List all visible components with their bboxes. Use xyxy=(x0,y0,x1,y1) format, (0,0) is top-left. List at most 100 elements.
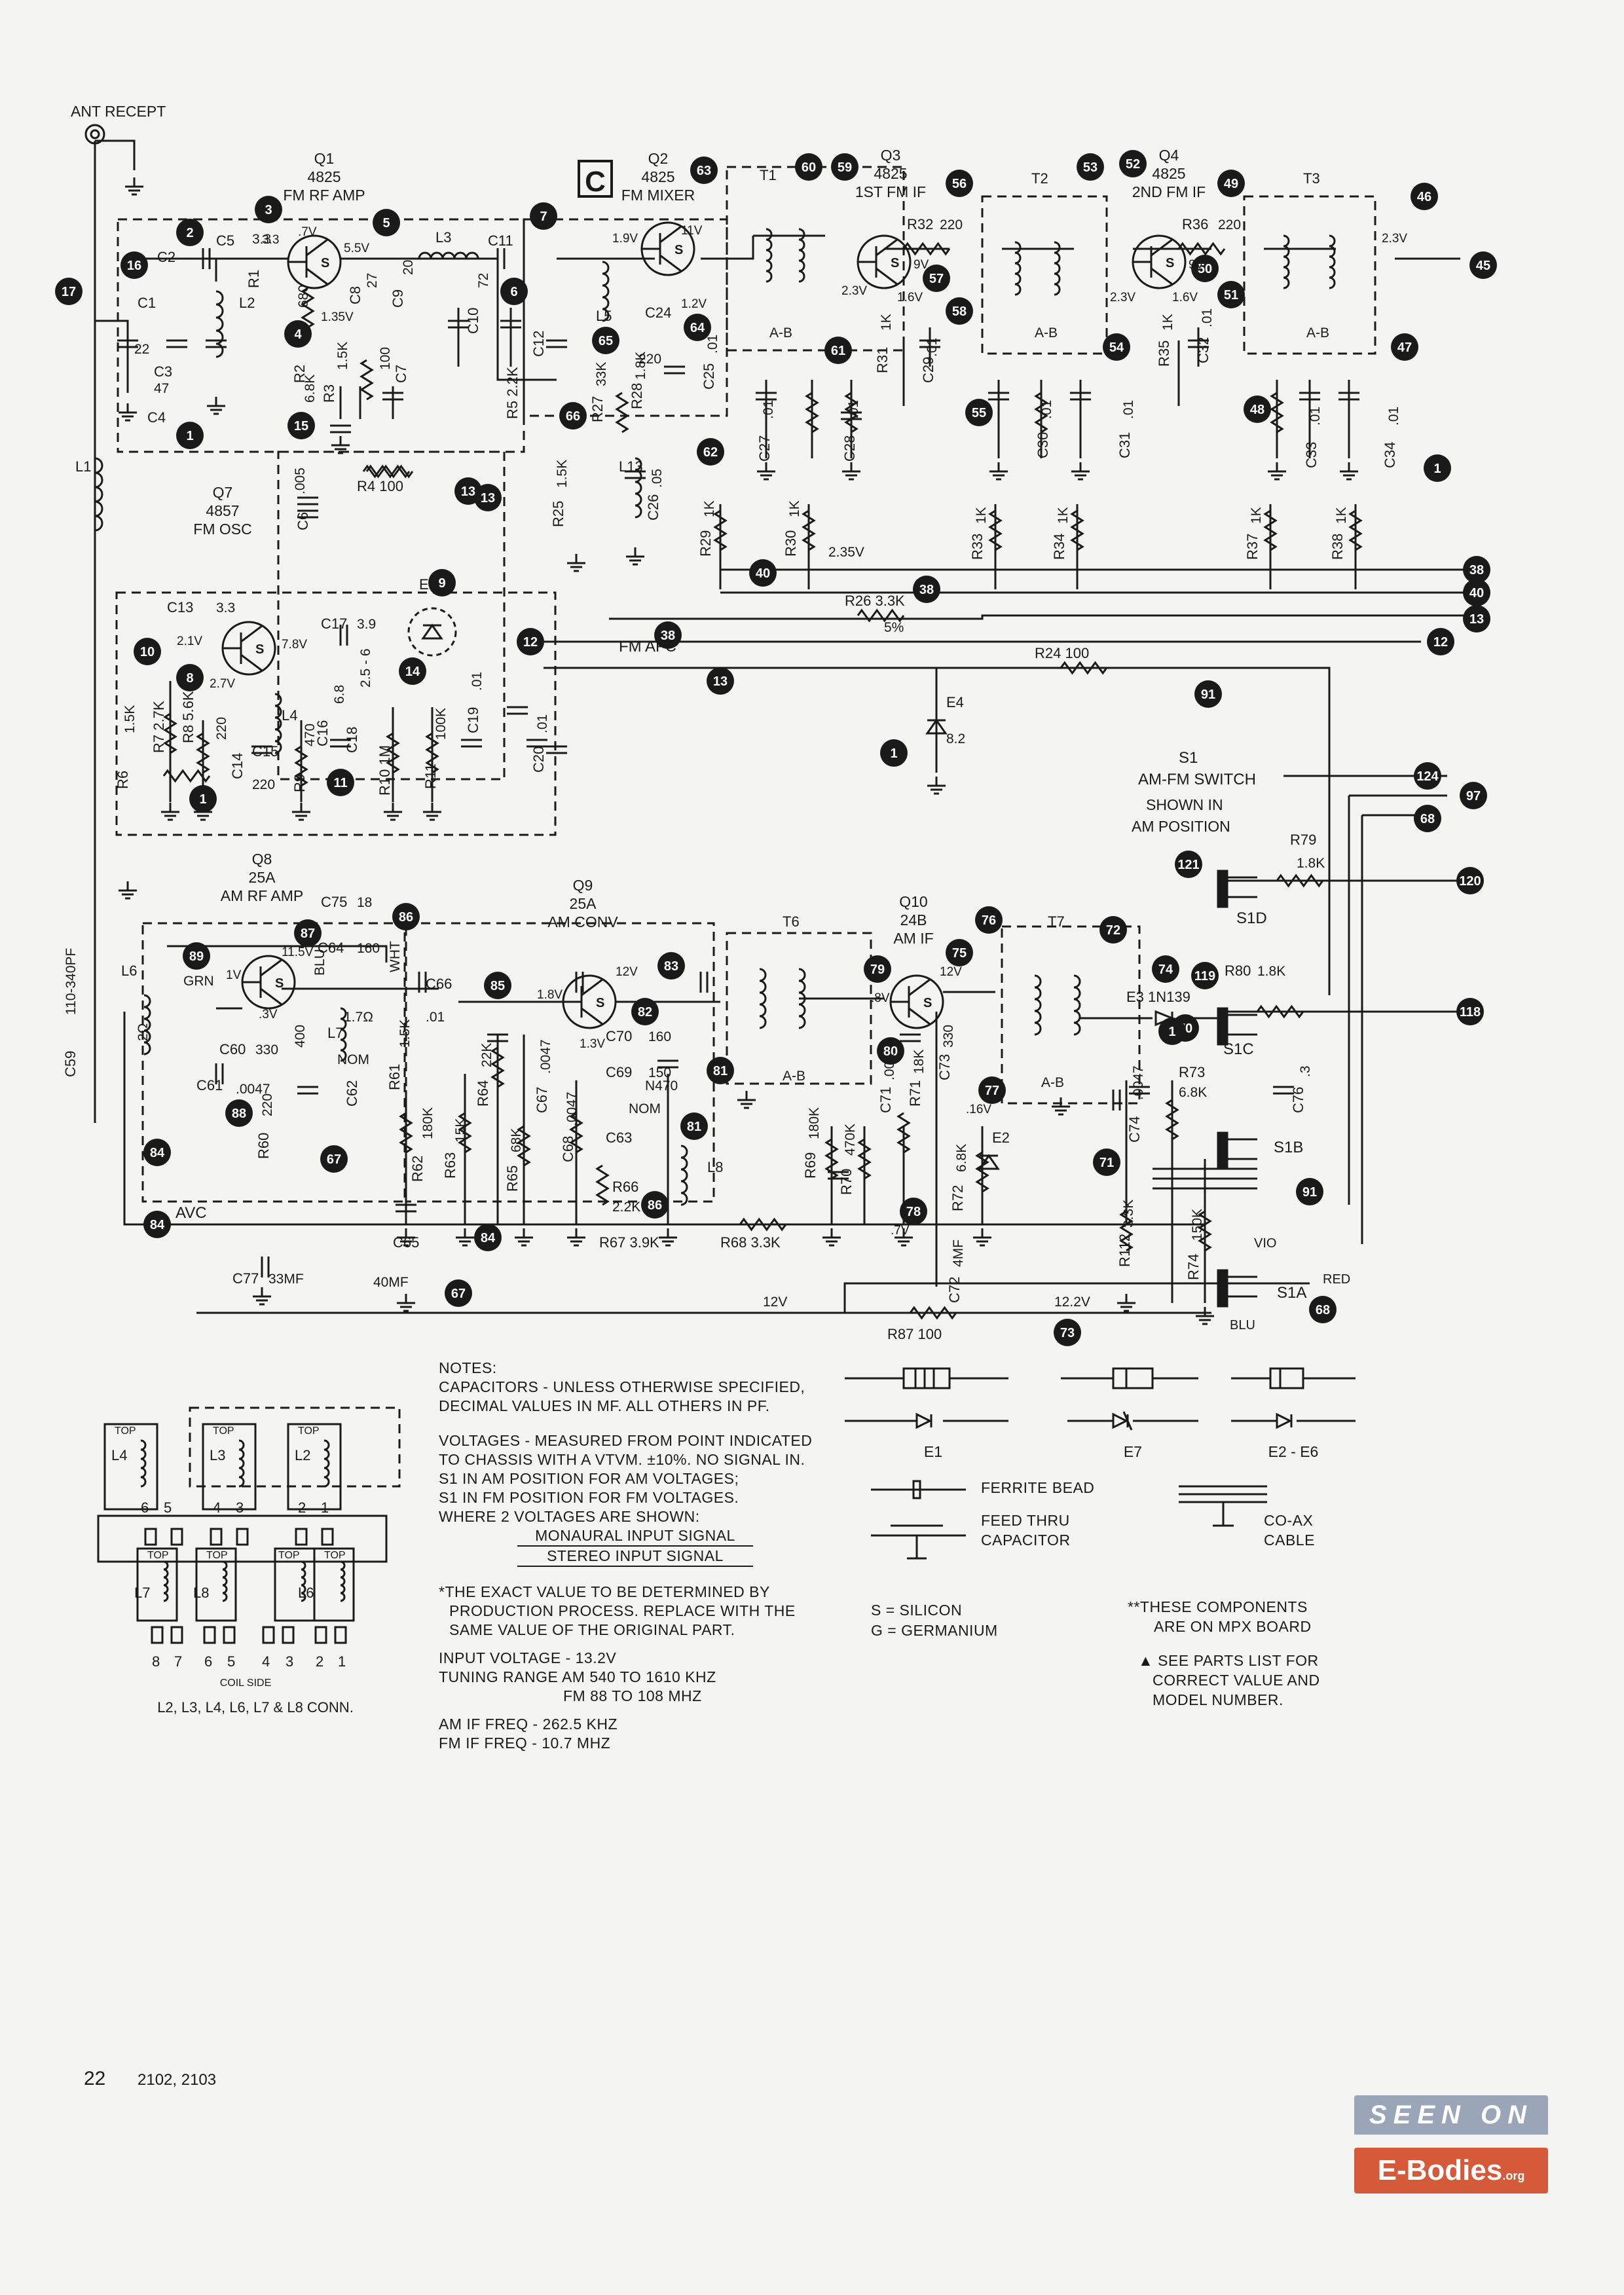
value-c32: .01 xyxy=(1200,308,1215,327)
resistor-12 xyxy=(163,712,177,754)
ground-24 xyxy=(973,1228,991,1247)
coil-diagram-l3: L3 xyxy=(210,1447,225,1463)
resistor-h-5 xyxy=(1256,1004,1304,1019)
svg-text:91: 91 xyxy=(1201,688,1215,702)
coax-label-1: CO-AX xyxy=(1264,1512,1314,1529)
resistor-h-10 xyxy=(162,769,211,783)
e7-legend-body xyxy=(1112,1367,1154,1389)
node-46: 46 xyxy=(1411,183,1438,210)
coil-diagram-l4: L4 xyxy=(111,1447,127,1463)
ref-c10: C10 xyxy=(465,308,481,334)
ref-c72: C72 xyxy=(946,1277,963,1303)
coil-top-label-6: TOP xyxy=(324,1550,346,1561)
test-voltage-5: 11V xyxy=(681,224,703,238)
coil-diagram-l6: L6 xyxy=(298,1585,314,1601)
svg-text:5: 5 xyxy=(382,216,390,230)
value-c27: .01 xyxy=(761,400,776,419)
resistor-25 xyxy=(975,1151,989,1193)
value-n470: N470 xyxy=(645,1078,678,1093)
section-ref-q2: Q2 xyxy=(648,150,669,167)
svg-text:40: 40 xyxy=(756,566,770,581)
switch-contacts-3 xyxy=(1227,1276,1257,1298)
ref-c5: C5 xyxy=(216,232,234,249)
value-r62: 180K xyxy=(420,1107,435,1139)
notes-volt-1: VOLTAGES - MEASURED FROM POINT INDICATED xyxy=(439,1432,813,1449)
capacitor-11 xyxy=(756,392,777,401)
capacitor-22 xyxy=(461,739,482,748)
node-63: 63 xyxy=(690,156,718,184)
svg-text:84: 84 xyxy=(150,1146,165,1160)
value-c67: .0047 xyxy=(538,1039,553,1074)
ref-r68: R68 3.3K xyxy=(720,1234,781,1251)
e1-diode xyxy=(421,623,443,640)
ref-r65: R65 xyxy=(504,1166,521,1192)
ref-r9: R9 xyxy=(291,774,308,792)
value-c62: 400 xyxy=(293,1025,308,1048)
ferrite-bead-legend xyxy=(871,1480,966,1499)
value-r66: 2.2K xyxy=(612,1200,640,1215)
svg-text:77: 77 xyxy=(985,1084,999,1098)
ref-r25: R25 xyxy=(550,501,566,527)
antenna-ground xyxy=(125,177,143,196)
node-52: 52 xyxy=(1119,150,1147,177)
ref-c61: C61 xyxy=(196,1077,223,1093)
value-c24: 220 xyxy=(638,352,661,367)
ground-12 xyxy=(161,803,179,821)
ref-c71: C71 xyxy=(877,1087,894,1113)
test-voltage-9: 9V xyxy=(913,258,929,272)
mpx-note-1: **THESE COMPONENTS xyxy=(1128,1598,1308,1615)
node-38: 38 xyxy=(913,576,940,603)
test-voltage-8: 1.6V xyxy=(897,291,923,304)
node-12-b: 12 xyxy=(1427,628,1454,655)
ref-t7: T7 xyxy=(1048,913,1065,930)
ref-r26: R26 3.3K xyxy=(845,593,905,609)
e2e6-legend-body xyxy=(1269,1367,1304,1389)
switch-wafer-0 xyxy=(1217,870,1228,908)
value-c59: 110-340PF xyxy=(64,948,79,1015)
rail-12v-2 xyxy=(843,1282,1310,1313)
resistor-23 xyxy=(857,1138,872,1180)
svg-text:1: 1 xyxy=(890,746,897,761)
value-c1: 22 xyxy=(134,342,149,357)
capacitor-32 xyxy=(396,1203,416,1213)
ref-r74: R74 xyxy=(1185,1254,1202,1280)
ground-16 xyxy=(423,803,441,821)
value-c10: 72 xyxy=(476,273,491,288)
svg-text:74: 74 xyxy=(1158,963,1173,977)
feed-thru-legend xyxy=(871,1524,966,1560)
resistor-h-9 xyxy=(1177,242,1226,256)
value-r79: 1.8K xyxy=(1297,856,1325,871)
watermark-line-2: E-Bodies.org xyxy=(1354,2148,1548,2194)
ref-c25: C25 xyxy=(701,363,717,390)
ref-c16: C16 xyxy=(314,720,331,746)
capacitor-27 xyxy=(900,1033,921,1042)
ref-r73: R73 xyxy=(1179,1064,1205,1080)
notes-tuning-range: TUNING RANGE AM 540 TO 1610 KHZ xyxy=(439,1668,716,1685)
legend-e2e6-caption: E2 - E6 xyxy=(1268,1443,1319,1460)
node-47: 47 xyxy=(1391,333,1418,361)
lower-coil-winding-0 xyxy=(163,1560,169,1602)
value-ab-t6: A-B xyxy=(783,1069,805,1084)
svg-text:65: 65 xyxy=(599,334,613,348)
coil-pin-8 xyxy=(203,1626,216,1644)
svg-text:2: 2 xyxy=(186,226,193,240)
q7-transistor-leads xyxy=(223,625,263,672)
svg-text:80: 80 xyxy=(883,1044,898,1059)
coax-legend xyxy=(1179,1485,1267,1527)
value-c17: 3.9 xyxy=(357,617,376,632)
value-blu: BLU xyxy=(312,949,327,976)
l3-coil xyxy=(418,251,479,259)
capacitor-17 xyxy=(1299,392,1320,401)
node-60: 60 xyxy=(795,153,822,181)
value-r29: 1K xyxy=(702,500,717,517)
upper-coil-can-2 xyxy=(287,1423,342,1511)
value-r32: 220 xyxy=(940,217,963,232)
value-c6: .005 xyxy=(293,468,308,494)
svg-text:1: 1 xyxy=(1168,1025,1175,1039)
coax-shield xyxy=(1153,1167,1257,1190)
section-part-q1: 4825 xyxy=(307,168,341,185)
svg-text:50: 50 xyxy=(1198,262,1212,276)
coil-lower-pin-label-3: 5 xyxy=(227,1653,235,1670)
lower-coil-can-0 xyxy=(136,1547,178,1622)
capacitor-h-5 xyxy=(261,1257,270,1277)
